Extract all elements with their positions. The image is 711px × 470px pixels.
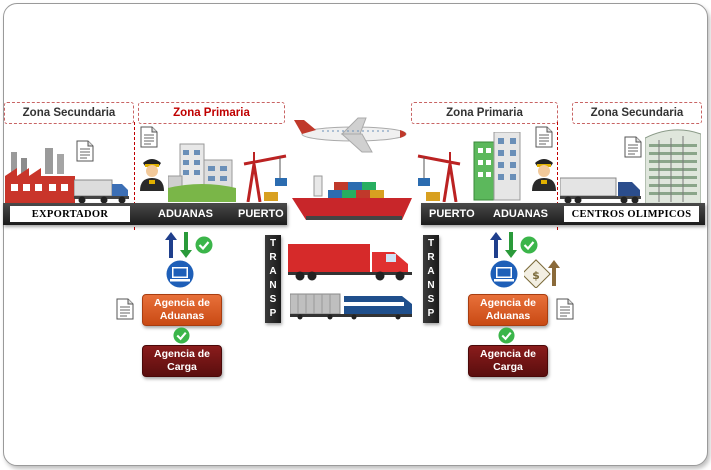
zone-secundaria-left: Zona Secundaria bbox=[4, 102, 134, 124]
factory-icon bbox=[5, 148, 75, 204]
zone-divider-left bbox=[134, 122, 135, 230]
computer-icon bbox=[166, 260, 194, 288]
warehouse-building-icon bbox=[645, 129, 701, 204]
arrow-down-icon bbox=[505, 232, 517, 258]
truck-icon bbox=[74, 179, 129, 204]
transp-letter: R bbox=[427, 252, 435, 263]
customs-building-icon bbox=[473, 132, 521, 201]
transp-bar-right: T R A N S P bbox=[423, 235, 439, 323]
puerto-label-right: PUERTO bbox=[429, 208, 475, 220]
transp-letter: A bbox=[269, 266, 277, 277]
zone-primaria-left: Zona Primaria bbox=[138, 102, 285, 124]
arrow-up-icon bbox=[165, 232, 177, 258]
check-icon bbox=[520, 236, 538, 254]
officer-icon bbox=[140, 159, 164, 191]
transp-letter: T bbox=[269, 238, 277, 249]
right-process-bar: PUERTO ADUANAS CENTROS OLIMPICOS bbox=[421, 203, 705, 225]
transp-letter: S bbox=[427, 294, 435, 305]
computer-icon bbox=[490, 260, 518, 288]
document-icon bbox=[140, 126, 158, 148]
train-icon bbox=[290, 293, 412, 320]
slide-frame bbox=[3, 3, 708, 466]
aduanas-label-right: ADUANAS bbox=[493, 208, 548, 220]
document-icon bbox=[116, 298, 134, 320]
zone-primaria-right: Zona Primaria bbox=[411, 102, 558, 124]
truck-icon bbox=[560, 177, 641, 204]
transp-letter: P bbox=[427, 308, 435, 319]
transp-letter: N bbox=[269, 280, 277, 291]
aduanas-label-left: ADUANAS bbox=[158, 208, 213, 220]
arrow-down-icon bbox=[180, 232, 192, 258]
transp-letter: N bbox=[427, 280, 435, 291]
transp-letter: A bbox=[427, 266, 435, 277]
puerto-label-left: PUERTO bbox=[238, 208, 284, 220]
check-icon bbox=[195, 236, 213, 254]
centros-olimpicos-label: CENTROS OLIMPICOS bbox=[564, 206, 699, 222]
customs-building-icon bbox=[168, 143, 236, 202]
check-icon bbox=[498, 327, 515, 344]
document-icon bbox=[624, 136, 642, 158]
cargo-ship-icon bbox=[292, 175, 412, 220]
transp-bar-left: T R A N S P bbox=[265, 235, 281, 323]
check-icon bbox=[173, 327, 190, 344]
officer-icon bbox=[532, 159, 556, 191]
money-icon: $ bbox=[524, 259, 560, 288]
zone-divider-right bbox=[557, 122, 558, 230]
truck-icon bbox=[288, 244, 412, 281]
arrow-up-icon bbox=[490, 232, 502, 258]
transp-letter: S bbox=[269, 294, 277, 305]
exportador-label: EXPORTADOR bbox=[10, 206, 130, 222]
left-process-bar: EXPORTADOR ADUANAS PUERTO bbox=[3, 203, 287, 225]
document-icon bbox=[535, 126, 553, 148]
port-crane-icon bbox=[243, 152, 287, 202]
transp-letter: R bbox=[269, 252, 277, 263]
document-icon bbox=[556, 298, 574, 320]
svg-text:$: $ bbox=[532, 269, 540, 282]
zone-secundaria-right: Zona Secundaria bbox=[572, 102, 702, 124]
port-crane-icon bbox=[417, 152, 461, 202]
transp-letter: T bbox=[427, 238, 435, 249]
document-icon bbox=[76, 140, 94, 162]
transp-letter: P bbox=[269, 308, 277, 319]
airplane-icon bbox=[294, 117, 407, 153]
